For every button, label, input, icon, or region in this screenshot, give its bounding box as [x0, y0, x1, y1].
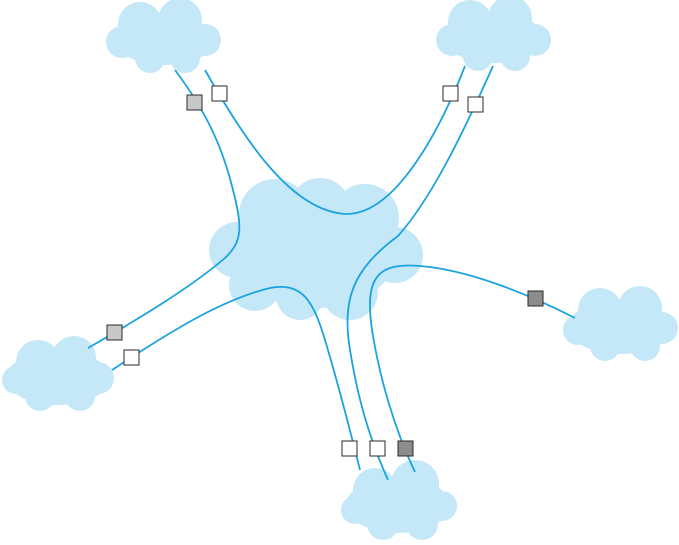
node-left-a [107, 325, 122, 340]
link-top-left-outer [88, 70, 239, 348]
node-left-b [124, 350, 139, 365]
link-left-bottom [112, 287, 360, 470]
node-bottom-b [370, 441, 385, 456]
node-top-right-a [443, 86, 458, 101]
node-right [528, 291, 543, 306]
node-bottom-c [398, 441, 413, 456]
node-top-left-a [187, 95, 202, 110]
cloud-top-left [106, 0, 221, 73]
cloud-center [209, 178, 423, 320]
node-bottom-a [342, 441, 357, 456]
cloud-bottom [341, 460, 457, 540]
node-top-left-b [212, 86, 227, 101]
cloud-top-right [436, 0, 551, 71]
cloud-left [2, 336, 114, 411]
cloud-right [563, 286, 678, 361]
node-top-right-b [468, 97, 483, 112]
